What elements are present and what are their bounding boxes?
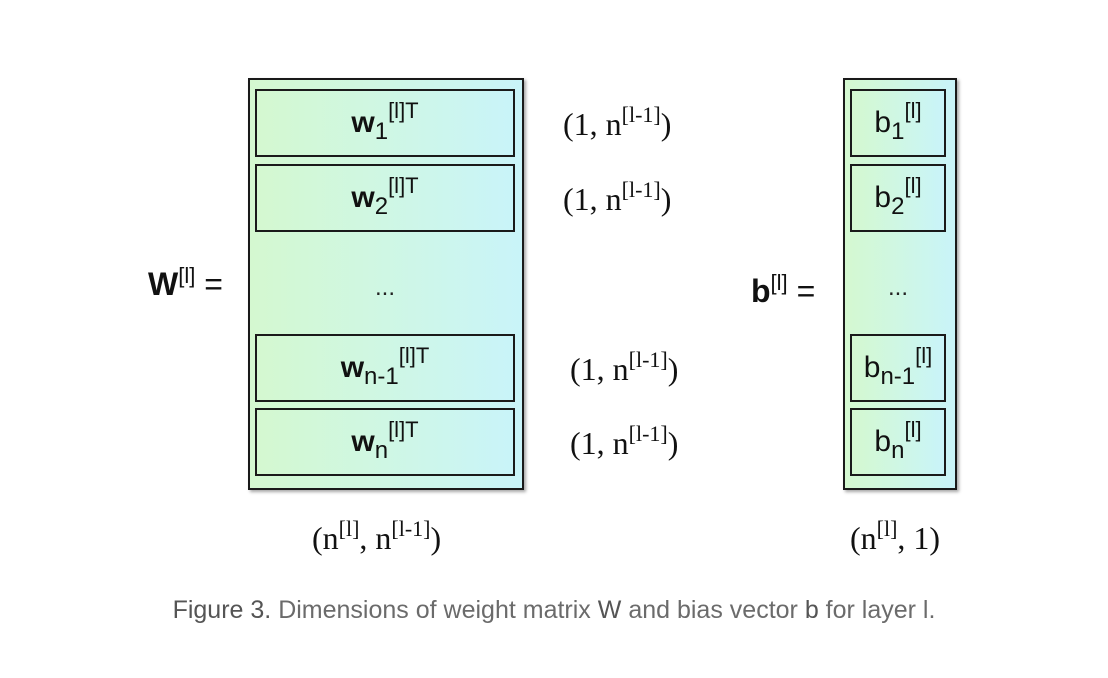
- dimension-open: (1, n: [563, 181, 622, 217]
- weight-row-subscript: n: [374, 437, 389, 464]
- figure-caption: Figure 3. Dimensions of weight matrix W …: [0, 596, 1108, 625]
- weight-row-2-dimension: (1, n[l-1]): [563, 177, 672, 218]
- dimension-close: ): [660, 181, 672, 217]
- bias-vector-superscript: [l]: [770, 270, 788, 295]
- dimension-close: ): [667, 425, 679, 461]
- weight-matrix-label: W[l] =: [148, 263, 223, 303]
- caption-label: Figure 3.: [172, 596, 272, 624]
- bias-row-subscript: n: [891, 437, 905, 464]
- dimension-close: ): [667, 351, 679, 387]
- shape-part: (n: [312, 520, 339, 556]
- shape-superscript: [l]: [338, 516, 360, 541]
- bias-vector-symbol: b: [751, 273, 771, 309]
- bias-row-subscript: 2: [891, 193, 905, 220]
- weight-row-base: w: [351, 425, 375, 458]
- weight-row-superscript: [l]T: [388, 417, 419, 442]
- shape-part: ): [430, 520, 442, 556]
- bias-row-base: b: [874, 106, 892, 139]
- weight-row-superscript: [l]T: [388, 173, 419, 198]
- dimension-superscript: [l-1]: [628, 421, 668, 446]
- bias-row-superscript: [l]: [915, 343, 933, 368]
- dimension-open: (1, n: [570, 425, 629, 461]
- weight-matrix-shape: (n[l], n[l-1]): [312, 516, 442, 557]
- weight-matrix-ellipsis: ...: [374, 274, 395, 301]
- weight-row-subscript: n-1: [364, 363, 399, 390]
- shape-part: , n: [359, 520, 392, 556]
- weight-row-base: w: [351, 181, 375, 214]
- weight-matrix-symbol: W: [148, 266, 179, 302]
- shape-superscript: [l-1]: [391, 516, 431, 541]
- weight-row-subscript: 1: [374, 118, 389, 145]
- shape-superscript: [l]: [876, 516, 898, 541]
- caption-text: Dimensions of weight matrix: [271, 596, 598, 624]
- caption-text: and bias vector: [621, 596, 805, 624]
- bias-row-subscript: n-1: [880, 363, 916, 390]
- bias-row-superscript: [l]: [904, 417, 922, 442]
- dimension-open: (1, n: [563, 106, 622, 142]
- shape-part: (n: [850, 520, 877, 556]
- weight-row-subscript: 2: [374, 193, 389, 220]
- bias-row-base: b: [874, 425, 892, 458]
- weight-matrix-superscript: [l]: [178, 263, 196, 288]
- bias-vector-ellipsis: ...: [887, 274, 908, 301]
- bias-row-base: b: [874, 181, 892, 214]
- dimension-open: (1, n: [570, 351, 629, 387]
- caption-w: W: [597, 596, 622, 624]
- weight-row-n-minus-1-dimension: (1, n[l-1]): [570, 347, 679, 388]
- weight-row-base: w: [340, 351, 365, 384]
- bias-row-subscript: 1: [891, 118, 905, 145]
- shape-part: , 1): [897, 520, 941, 556]
- bias-row-superscript: [l]: [904, 98, 922, 123]
- bias-vector-equals: =: [796, 273, 816, 309]
- bias-vector-label: b[l] =: [751, 270, 816, 310]
- weight-row-superscript: [l]T: [398, 343, 430, 368]
- caption-text: for layer l.: [818, 596, 936, 624]
- dimension-superscript: [l-1]: [628, 347, 668, 372]
- dimension-superscript: [l-1]: [621, 102, 661, 127]
- weight-row-1-dimension: (1, n[l-1]): [563, 102, 672, 143]
- bias-row-superscript: [l]: [904, 173, 922, 198]
- weight-row-base: w: [351, 106, 375, 139]
- dimension-superscript: [l-1]: [621, 177, 661, 202]
- weight-matrix-equals: =: [204, 266, 223, 302]
- dimension-close: ): [660, 106, 672, 142]
- weight-row-superscript: [l]T: [388, 98, 419, 123]
- caption-b: b: [804, 596, 819, 624]
- weight-row-n-dimension: (1, n[l-1]): [570, 421, 679, 462]
- bias-row-base: b: [863, 351, 881, 384]
- bias-vector-shape: (n[l], 1): [850, 516, 941, 557]
